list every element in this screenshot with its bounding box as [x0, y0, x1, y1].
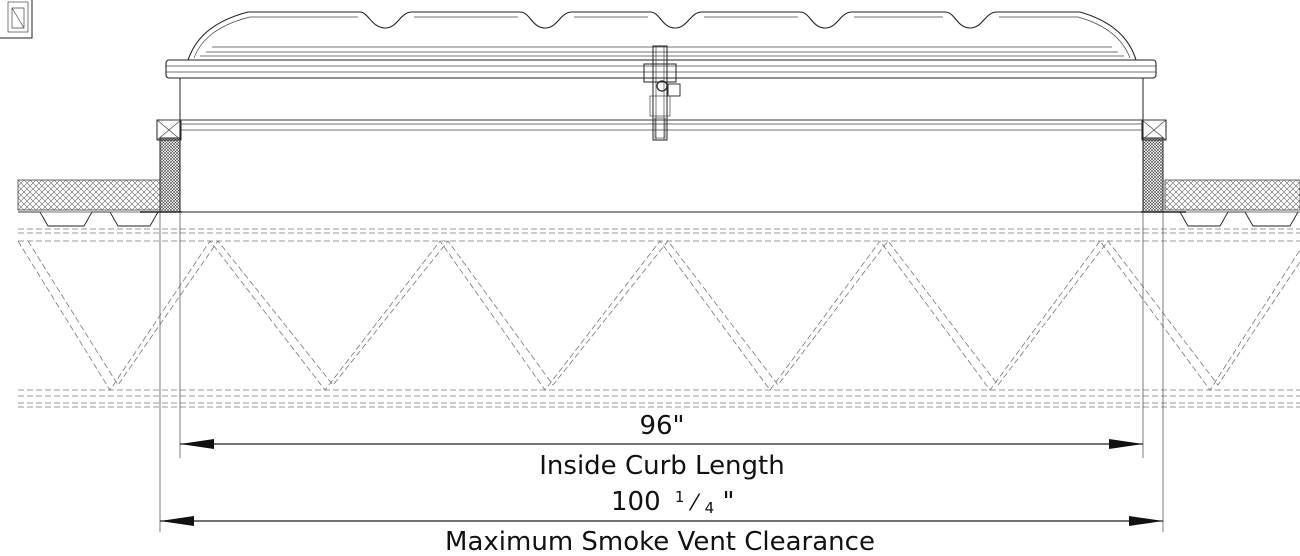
joist-bottom-chord: [18, 389, 1300, 408]
clearance-fraction-num: 1: [675, 488, 685, 506]
vent-lid-flange: [165, 59, 1157, 79]
clearance-unit: ": [722, 487, 734, 517]
clearance-dimension-label: Maximum Smoke Vent Clearance: [445, 527, 875, 556]
joist-web: [17, 240, 1300, 391]
corner-detail-symbol: [0, 0, 33, 39]
clearance-fraction-den: 4: [705, 499, 715, 517]
curb-right: [1141, 119, 1186, 213]
svg-text:100 1 ⁄ 4: 100 1 ⁄ 4 ": [611, 479, 734, 520]
vent-frame: [160, 77, 1166, 213]
roof-insulation-right: [1164, 179, 1300, 227]
extension-lines: [159, 212, 1164, 532]
roof-insulation-left: [17, 179, 161, 227]
inside-curb-dimension-line: [180, 439, 1143, 449]
deck-lines: [18, 211, 1300, 242]
clearance-dimension-line: [160, 516, 1163, 526]
inside-curb-dimension-label: Inside Curb Length: [539, 451, 784, 481]
clearance-dimension-value: 100 1 ⁄ 4 ": [611, 479, 734, 520]
clearance-whole: 100: [611, 487, 661, 517]
latch-mechanism: [643, 45, 681, 141]
vent-dome: [187, 11, 1137, 61]
inside-curb-dimension-value: 96": [639, 411, 684, 441]
